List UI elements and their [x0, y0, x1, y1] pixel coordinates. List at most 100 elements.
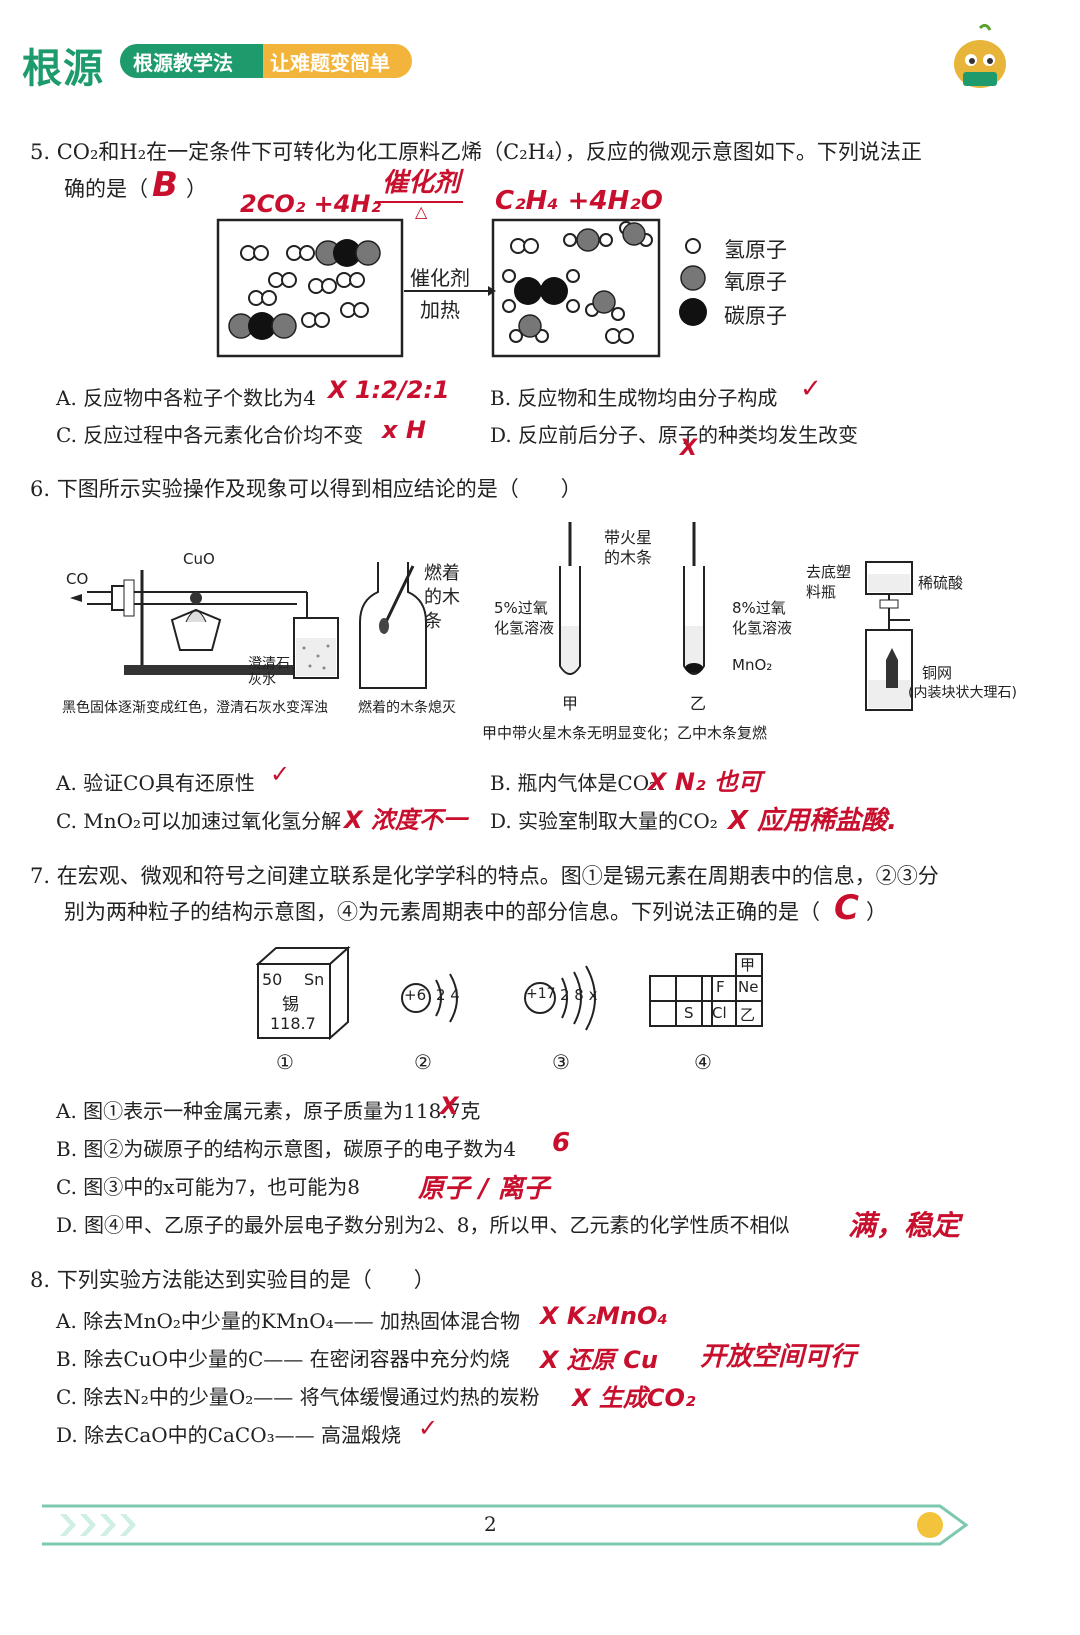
q7-particle2	[398, 968, 478, 1032]
q6-option-b: B. 瓶内气体是CO₂	[490, 771, 658, 795]
q8-option-c: C. 除去N₂中的少量O₂—— 将气体缓慢通过灼热的炭粉	[56, 1385, 540, 1409]
q5-option-a: A. 反应物中各粒子个数比为4	[56, 386, 316, 410]
q6-fig1-apparatus	[62, 540, 352, 694]
q7-option-a-hw: X	[440, 1092, 459, 1120]
mascot-icon	[945, 22, 1015, 96]
q7-option-b: B. 图②为碳原子的结构示意图，碳原子的电子数为4	[56, 1137, 517, 1161]
q6-fig4-acid: 稀硫酸	[918, 574, 964, 592]
slogan-banner	[120, 44, 412, 78]
q7-table-cl: Cl	[712, 1004, 727, 1022]
q7-table-ne: Ne	[738, 978, 759, 996]
q5-stem-line2: 确的是（	[64, 177, 148, 201]
q7-mark-3: ③	[552, 1050, 570, 1074]
q8-option-d-hw: ✓	[418, 1414, 439, 1442]
q7-table-jia: 甲	[740, 956, 756, 974]
q5-hw-cond-line	[375, 201, 463, 203]
q7-periodic-table	[648, 952, 764, 1032]
q7-particle3-core: +17	[526, 986, 556, 1002]
q7-stem-line2: 别为两种粒子的结构示意图，④为元素周期表中的部分信息。下列说法正确的是（	[64, 900, 820, 924]
q6-option-c-hw: X 浓度不一	[344, 806, 467, 834]
q7-option-d: D. 图④甲、乙原子的最外层电子数分别为2、8，所以甲、乙元素的化学性质不相似	[56, 1213, 790, 1237]
q6-fig2-caption: 燃着的木条熄灭	[358, 700, 456, 716]
q5-reaction-diagram	[216, 218, 816, 364]
q6-fig1-caption: 黑色固体逐渐变成红色，澄清石灰水变浑浊	[62, 700, 328, 716]
q6-option-a: A. 验证CO具有还原性	[56, 771, 255, 795]
q6-stem: 6. 下图所示实验操作及现象可以得到相应结论的是（ ）	[30, 477, 582, 501]
q6-fig2-label: 燃着的木条	[424, 563, 460, 632]
q5-arrow-top: 催化剂	[410, 266, 470, 290]
q7-option-c: C. 图③中的x可能为7，也可能为8	[56, 1175, 361, 1199]
q5-hw-cond-bot: △	[415, 202, 428, 221]
q5-hw-cond-top: 催化剂	[382, 168, 461, 198]
q6-fig1-lime: 澄清石灰水	[248, 656, 290, 688]
q5-option-d: D. 反应前后分子、原子的种类均发生改变	[490, 423, 859, 447]
q7-mark-1: ①	[276, 1050, 294, 1074]
q7-option-d-hw: 满，稳定	[848, 1209, 961, 1242]
q6-fig4-net: 铜网	[922, 664, 953, 682]
q7-mark-2: ②	[414, 1050, 432, 1074]
q6-fig3-right: 8%过氧化氢溶液	[732, 599, 793, 637]
q8-option-b-hw2: 开放空间可行	[700, 1342, 857, 1372]
q5-arrow-bot: 加热	[420, 298, 460, 322]
q8-option-b-hw: X 还原 Cu	[540, 1346, 658, 1374]
q7-option-c-hw: 原子 / 离子	[418, 1174, 550, 1204]
q8-option-c-hw: X 生成CO₂	[572, 1384, 696, 1412]
q7-option-b-hw: 6	[552, 1128, 571, 1158]
q6-fig3-mno2: MnO₂	[732, 656, 773, 674]
q7-tin-sym: Sn	[304, 970, 325, 989]
q7-option-a: A. 图①表示一种金属元素，原子质量为118.7克	[56, 1099, 481, 1123]
q7-mark-4: ④	[694, 1050, 712, 1074]
q7-stem-line2-end: ）	[866, 900, 887, 924]
q7-particle3-e: 2 8 x	[560, 986, 598, 1004]
q6-fig4-bottle: 去底塑料瓶	[806, 563, 852, 601]
q5-option-c-hw: x H	[382, 416, 426, 444]
q5-legend-o: 氧原子	[724, 270, 787, 294]
q7-stem-line1: 7. 在宏观、微观和符号之间建立联系是化学学科的特点。图①是锡元素在周期表中的信…	[30, 864, 939, 888]
q6-fig2-bottle	[358, 560, 428, 694]
q7-tin-name: 锡	[282, 995, 299, 1015]
q6-fig3-tubes	[548, 520, 728, 694]
q6-fig1-co: CO	[66, 570, 89, 588]
q5-option-a-hw: X 1:2/2:1	[328, 376, 450, 404]
q7-tin-cell	[255, 945, 352, 1046]
slogan-1: 根源教学法	[133, 51, 233, 75]
q6-fig4-apparatus	[860, 560, 920, 719]
q7-particle3	[522, 960, 612, 1040]
q5-legend-c: 碳原子	[724, 304, 787, 328]
q7-table-f: F	[716, 978, 725, 996]
q8-option-d: D. 除去CaO中的CaCO₃—— 高温煅烧	[56, 1423, 401, 1447]
q6-fig4-inside: (内装块状大理石)	[908, 685, 1017, 701]
logo: 根源	[22, 46, 104, 92]
q6-option-d: D. 实验室制取大量的CO₂	[490, 809, 718, 833]
q6-fig3-stick: 带火星的木条	[604, 528, 653, 567]
q5-hw-right: C₂H₄ +4H₂O	[495, 186, 663, 216]
q8-option-a: A. 除去MnO₂中少量的KMnO₄—— 加热固体混合物	[56, 1309, 521, 1333]
q8-option-a-hw: X K₂MnO₄	[540, 1302, 668, 1330]
q5-stem-line2-end: ）	[186, 177, 207, 201]
q5-option-b: B. 反应物和生成物均由分子构成	[490, 386, 778, 410]
q5-hw-left: 2CO₂ +4H₂	[240, 190, 381, 218]
q8-stem: 8. 下列实验方法能达到实验目的是（ ）	[30, 1268, 435, 1292]
q7-table-s: S	[684, 1004, 694, 1022]
q6-option-b-hw: X N₂ 也可	[648, 768, 762, 796]
q7-particle2-e: 2 4	[436, 986, 460, 1004]
q6-fig1-cuo: CuO	[183, 550, 215, 568]
q7-table-yi: 乙	[740, 1006, 756, 1024]
q6-option-d-hw: X 应用稀盐酸.	[728, 806, 897, 836]
q7-tin-num: 50	[262, 970, 283, 989]
q5-legend-h: 氢原子	[724, 238, 787, 262]
q6-fig3-caption: 甲中带火星木条无明显变化；乙中木条复燃	[482, 724, 768, 742]
q7-particle2-core: +6	[404, 986, 427, 1004]
q5-stem-line1: 5. CO₂和H₂在一定条件下可转化为化工原料乙烯（C₂H₄），反应的微观示意图…	[30, 140, 922, 164]
q8-option-b: B. 除去CuO中少量的C—— 在密闭容器中充分灼烧	[56, 1347, 510, 1371]
q5-answer: B	[152, 165, 178, 205]
footer-bar	[40, 1502, 970, 1552]
q6-fig3-jia: 甲	[562, 694, 579, 713]
slogan-2: 让难题变简单	[270, 51, 390, 75]
q5-option-d-hw: X	[680, 436, 697, 461]
q7-answer: C	[834, 888, 859, 928]
q6-option-c: C. MnO₂可以加速过氧化氢分解	[56, 809, 342, 833]
q6-option-a-hw: ✓	[270, 760, 291, 788]
page-number: 2	[484, 1512, 497, 1536]
